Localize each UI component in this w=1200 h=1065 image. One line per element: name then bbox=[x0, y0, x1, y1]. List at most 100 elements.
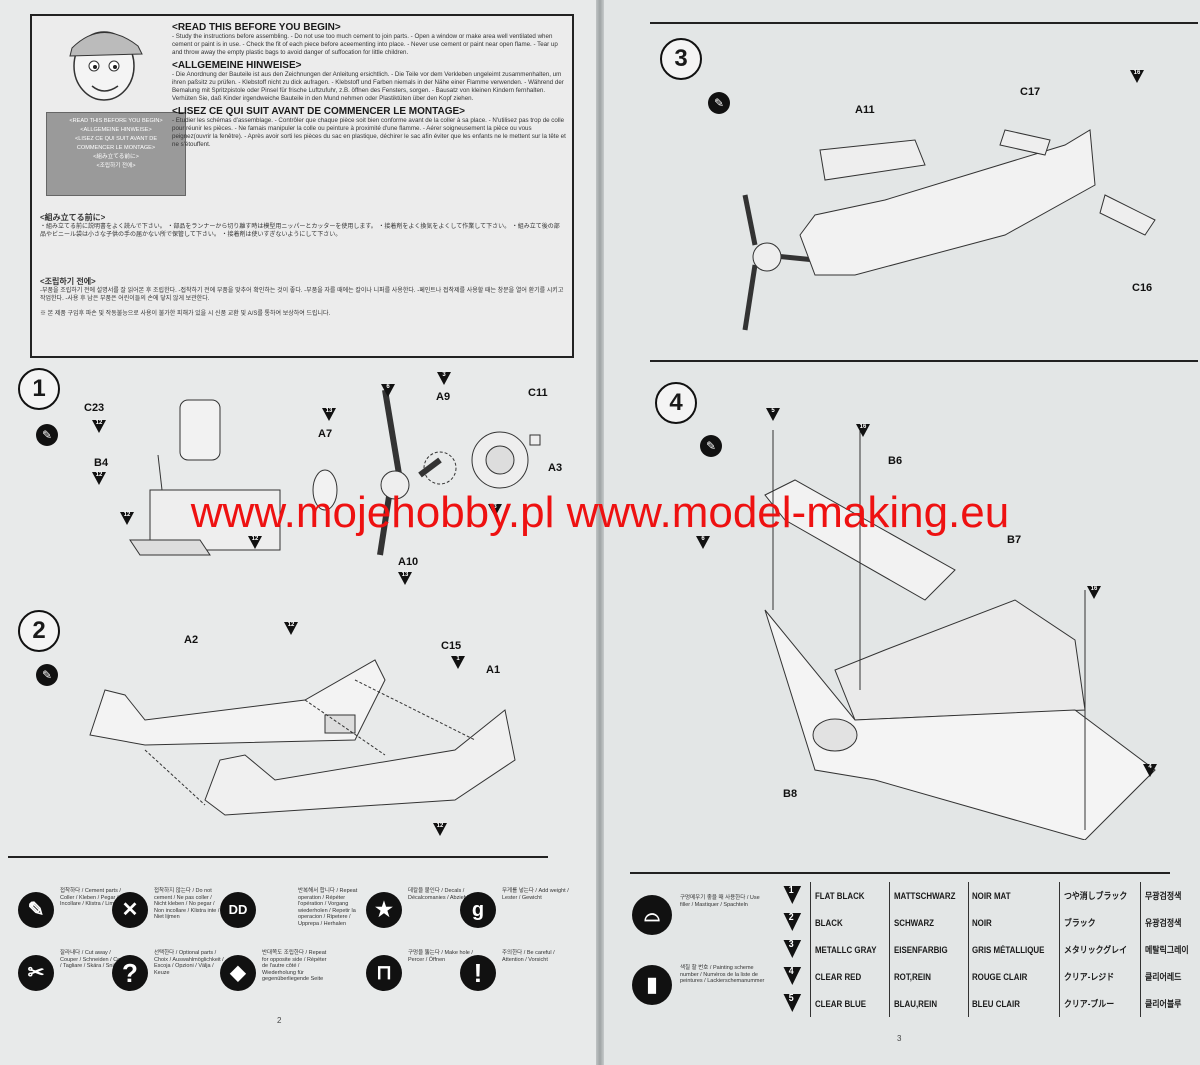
paint-callout: 13 bbox=[398, 572, 412, 585]
step4-wing-diagram bbox=[764, 430, 1156, 840]
paint-callout-number: 16 bbox=[859, 424, 867, 430]
korean-section: <조립하기 전에> -부품을 조립하기 전에 설명서를 잘 읽어본 후 조립한다… bbox=[40, 277, 565, 318]
step-number: 1 bbox=[18, 368, 60, 410]
paint-english: METALLC GRAY bbox=[810, 936, 881, 963]
paint-callout-number: 12 bbox=[95, 472, 103, 478]
paint-callout: 6 bbox=[696, 536, 710, 549]
step2-fuselage-diagram bbox=[89, 659, 516, 816]
paint-french: ROUGE CLAIR bbox=[967, 963, 1049, 990]
section-rule bbox=[650, 22, 1198, 24]
legend-text: 접착하다 / Cement parts / Coller / Kleben / … bbox=[60, 888, 121, 907]
legend-rule bbox=[8, 856, 548, 858]
part-label: A7 bbox=[318, 428, 333, 440]
sign-line: <ALLGEMEINE HINWEISE> bbox=[80, 127, 152, 133]
paint-callout-number: 12 bbox=[436, 823, 444, 829]
section-rule bbox=[650, 360, 1198, 362]
decal-star-icon: ★ bbox=[366, 892, 402, 928]
paint-callout-number: 4 bbox=[1148, 764, 1152, 770]
paint-callout: 5 bbox=[766, 408, 780, 421]
paint-callout: 12 bbox=[248, 536, 262, 549]
paint-callout-number: 3 bbox=[493, 504, 497, 510]
paint-callout-number: 16 bbox=[1133, 70, 1141, 76]
drill-icon: ⊓ bbox=[366, 955, 402, 991]
paint-callout: 12 bbox=[92, 420, 106, 433]
legend-text: 선택한다 / Optional parts / Choix / Auswahlm… bbox=[154, 950, 224, 976]
part-label: A11 bbox=[855, 104, 875, 116]
paint-row: 3 METALLC GRAY EISENFARBIG GRIS MÉTALLIQ… bbox=[780, 936, 1199, 963]
sign-line: <조립하기 전에> bbox=[96, 163, 136, 169]
paint-german: MATTSCHWARZ bbox=[889, 882, 959, 909]
caution-icon: ! bbox=[460, 955, 496, 991]
paint-english: CLEAR RED bbox=[810, 963, 881, 990]
legend-text: 구멍을 뚫는다 / Make hole / Percer / Öffnen bbox=[408, 950, 473, 963]
korean-heading: <조립하기 전에> bbox=[40, 277, 96, 286]
paint-number: 2 bbox=[788, 911, 794, 923]
part-label: A1 bbox=[486, 664, 501, 676]
sign-line: COMMENCER LE MONTAGE> bbox=[76, 145, 156, 151]
paint-row: 1 FLAT BLACK MATTSCHWARZ NOIR MAT つや消しブラ… bbox=[780, 882, 1199, 909]
part-label: A10 bbox=[398, 556, 419, 568]
paint-english: FLAT BLACK bbox=[810, 882, 881, 909]
paint-french: BLEU CLAIR bbox=[967, 990, 1049, 1017]
cement-icon: ✎ bbox=[18, 892, 54, 928]
page-number: 3 bbox=[897, 1034, 902, 1043]
french-text: - Etudier les schémas d'assemblage. - Co… bbox=[172, 117, 566, 148]
paint-korean: 무광검정색 bbox=[1140, 882, 1192, 909]
cement-icon: ✎ bbox=[36, 424, 58, 446]
cut-knife-icon: ✂ bbox=[18, 955, 54, 991]
paint-german: BLAU,REIN bbox=[889, 990, 959, 1017]
part-label: C11 bbox=[528, 387, 548, 399]
paint-callout: 12 bbox=[284, 622, 298, 635]
part-label: A3 bbox=[548, 462, 563, 474]
legend-text: 주의한다 / Be careful / Attention / Vorsicht bbox=[502, 950, 555, 963]
paint-callout: 3 bbox=[488, 504, 502, 517]
opposite-side-icon: ◆ bbox=[220, 955, 256, 991]
paint-japanese: クリア-ブルー bbox=[1059, 990, 1131, 1017]
part-label: C17 bbox=[1020, 86, 1041, 98]
cement-icon: ✎ bbox=[700, 435, 722, 457]
legend-text: 데칼을 붙인다 / Decals / Décalcomanies / Abzie… bbox=[408, 888, 476, 901]
paint-row: 2 BLACK SCHWARZ NOIR ブラック 유광검정색 bbox=[780, 909, 1199, 936]
safety-notice-box: <READ THIS BEFORE YOU BEGIN> <ALLGEMEINE… bbox=[30, 14, 574, 358]
paint-french: NOIR bbox=[967, 909, 1049, 936]
step-number: 4 bbox=[655, 382, 697, 424]
paint-callout: 1 bbox=[451, 656, 465, 669]
paint-number: 5 bbox=[788, 992, 794, 1004]
paint-callout: 16 bbox=[1087, 586, 1101, 599]
cement-icon: ✎ bbox=[708, 92, 730, 114]
paint-number-triangle: 5 bbox=[783, 992, 802, 1012]
legend-text: 잘라내다 / Cut away / Couper / Schneiden / C… bbox=[60, 950, 129, 969]
japanese-text: ・組み立てる前に説明書をよく読んで下さい。 ・部品をランナーから切り離す時は模型… bbox=[40, 223, 560, 239]
cartoon-mascot bbox=[69, 31, 143, 101]
german-text: - Die Anordnung der Bauteile ist aus den… bbox=[172, 71, 564, 102]
korean-text: -부품을 조립하기 전에 설명서를 잘 읽어본 후 조립한다. -접착하기 전에… bbox=[40, 287, 564, 303]
legend-text: 반대쪽도 조립한다 / Repeat for opposite side / R… bbox=[262, 950, 327, 982]
step3-fuselage-diagram bbox=[742, 129, 1156, 331]
paint-german: EISENFARBIG bbox=[889, 936, 959, 963]
japanese-heading: <組み立てる前に> bbox=[40, 213, 106, 222]
paint-callout-number: 1 bbox=[456, 656, 460, 662]
paint-callout-number: 12 bbox=[95, 420, 103, 426]
paint-row: 4 CLEAR RED ROT,REIN ROUGE CLAIR クリア-レジド… bbox=[780, 963, 1199, 990]
paint-number: 3 bbox=[788, 938, 794, 950]
part-label: A2 bbox=[184, 634, 199, 646]
paint-row: 5 CLEAR BLUE BLAU,REIN BLEU CLAIR クリア-ブル… bbox=[780, 990, 1199, 1017]
paint-callout: 16 bbox=[856, 424, 870, 437]
paint-number-triangle: 1 bbox=[783, 885, 802, 904]
filler-icon: ⌓ bbox=[632, 895, 672, 935]
paint-japanese: つや消しブラック bbox=[1059, 882, 1131, 909]
paint-callout: 6 bbox=[381, 384, 395, 397]
paint-korean: 메탈릭그레이 bbox=[1140, 936, 1192, 963]
paint-number: 4 bbox=[788, 965, 794, 977]
paint-callout-number: 3 bbox=[442, 372, 446, 378]
notice-text-column: <READ THIS BEFORE YOU BEGIN> - Study the… bbox=[172, 22, 567, 152]
sign-line: <READ THIS BEFORE YOU BEGIN> bbox=[69, 118, 163, 124]
no-cement-icon: ✕ bbox=[112, 892, 148, 928]
page-number: 2 bbox=[277, 1016, 282, 1025]
paint-french: GRIS MÉTALLIQUE bbox=[967, 936, 1049, 963]
page-gutter bbox=[596, 0, 604, 1065]
part-label: B8 bbox=[783, 788, 798, 800]
paint-callout-number: 12 bbox=[123, 512, 131, 518]
paint-korean: 클리어레드 bbox=[1140, 963, 1192, 990]
paint-callout: 4 bbox=[1143, 764, 1157, 777]
